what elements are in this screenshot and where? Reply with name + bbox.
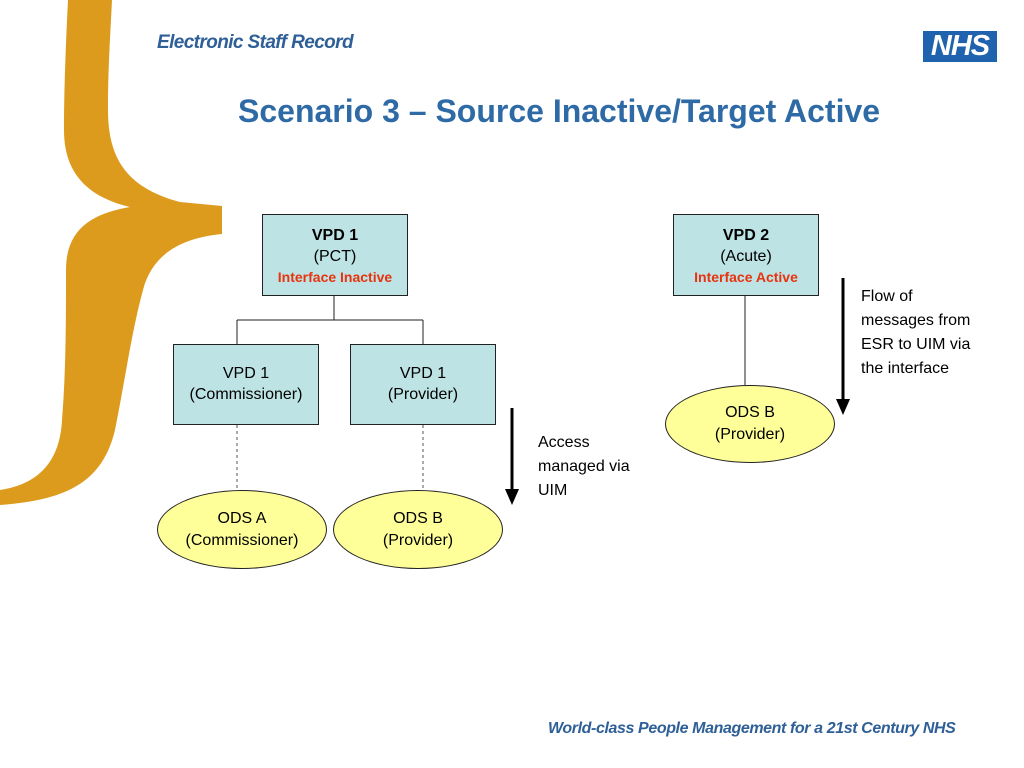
vpd1-commissioner-line1: VPD 1 [222, 365, 270, 382]
nhs-logo: NHS [923, 31, 997, 62]
vpd1-status: Interface Inactive [277, 269, 393, 285]
ods-b-left-oval: ODS B (Provider) [333, 490, 503, 569]
ods-b-right-line2: (Provider) [714, 426, 786, 443]
slide-title: Scenario 3 – Source Inactive/Target Acti… [238, 93, 881, 129]
access-arrow [505, 408, 519, 505]
vpd1-provider-line2: (Provider) [387, 386, 459, 403]
flow-arrow [836, 278, 850, 415]
footer-tagline: World-class People Management for a 21st… [548, 720, 956, 737]
access-note: Access managed via UIM [538, 434, 630, 499]
vpd1-name: VPD 1 [311, 227, 359, 244]
vpd1-provider-box: VPD 1 (Provider) [350, 344, 496, 425]
brace-decoration [0, 0, 222, 505]
flow-note: Flow of messages from ESR to UIM via the… [861, 288, 971, 377]
vpd1-commissioner-box: VPD 1 (Commissioner) [173, 344, 319, 425]
ods-b-right-line1: ODS B [725, 404, 775, 421]
app-title: Electronic Staff Record [157, 32, 354, 53]
ods-a-oval: ODS A (Commissioner) [157, 490, 327, 569]
ods-a-line2: (Commissioner) [185, 531, 299, 549]
ods-b-left-line1: ODS B [393, 509, 443, 527]
vpd1-pct-box: VPD 1 (PCT) Interface Inactive [262, 214, 408, 296]
ods-b-left-line2: (Provider) [382, 531, 454, 549]
ods-b-right-oval: ODS B (Provider) [665, 385, 835, 463]
vpd2-acute-box: VPD 2 (Acute) Interface Active [673, 214, 819, 296]
vpd1-type: (PCT) [313, 248, 357, 265]
vpd1-provider-line1: VPD 1 [399, 365, 447, 382]
vpd2-status: Interface Active [694, 269, 798, 285]
vpd2-name: VPD 2 [722, 227, 770, 244]
ods-a-line1: ODS A [217, 509, 267, 527]
vpd1-commissioner-line2: (Commissioner) [189, 386, 303, 403]
vpd2-type: (Acute) [720, 248, 772, 265]
